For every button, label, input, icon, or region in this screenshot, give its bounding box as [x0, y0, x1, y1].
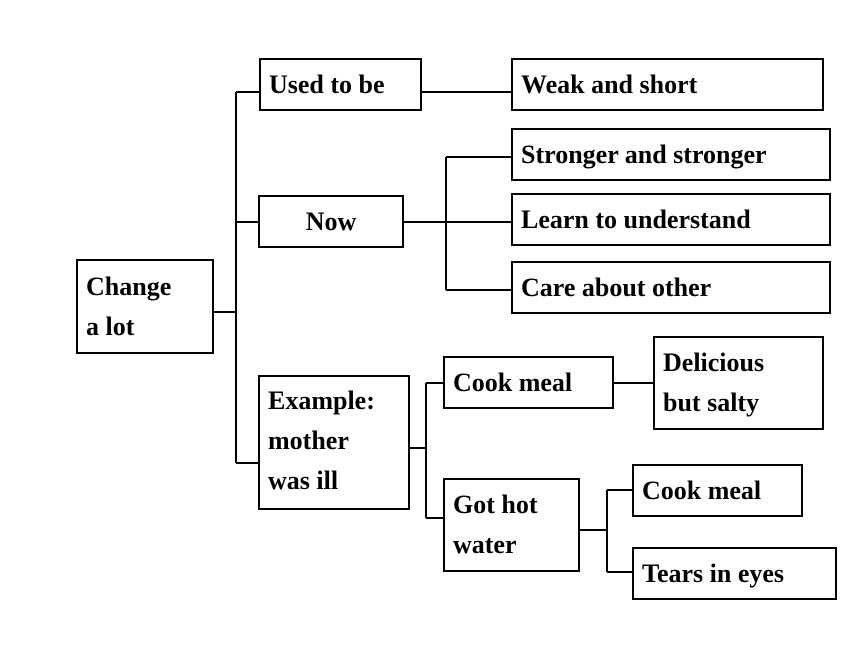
node-example-label: Example: mother was ill — [268, 386, 375, 495]
node-cook-meal-2: Cook meal — [632, 464, 803, 517]
node-now: Now — [258, 195, 404, 248]
node-weak-and-short: Weak and short — [511, 58, 824, 111]
node-used-to-be-label: Used to be — [269, 69, 385, 99]
node-learn-to-understand-label: Learn to understand — [521, 204, 751, 234]
node-care-about-other: Care about other — [511, 261, 831, 314]
node-used-to-be: Used to be — [259, 58, 422, 111]
node-tears-in-eyes: Tears in eyes — [632, 547, 837, 600]
node-delicious-but-salty-label: Delicious but salty — [663, 348, 765, 417]
node-stronger-label: Stronger and stronger — [521, 139, 767, 169]
node-cook-meal-2-label: Cook meal — [642, 475, 762, 505]
node-cook-meal: Cook meal — [443, 356, 614, 409]
node-got-hot-water: Got hot water — [443, 478, 580, 572]
root-node: Change a lot — [76, 259, 214, 354]
node-care-about-other-label: Care about other — [521, 272, 712, 302]
node-delicious-but-salty: Delicious but salty — [653, 336, 824, 430]
node-cook-meal-label: Cook meal — [453, 367, 573, 397]
node-learn-to-understand: Learn to understand — [511, 193, 831, 246]
node-tears-in-eyes-label: Tears in eyes — [642, 558, 785, 588]
root-node-label: Change a lot — [86, 272, 172, 341]
node-weak-and-short-label: Weak and short — [521, 69, 698, 99]
node-stronger: Stronger and stronger — [511, 128, 831, 181]
node-got-hot-water-label: Got hot water — [453, 490, 538, 559]
node-now-label: Now — [305, 206, 357, 236]
node-example: Example: mother was ill — [258, 375, 410, 510]
